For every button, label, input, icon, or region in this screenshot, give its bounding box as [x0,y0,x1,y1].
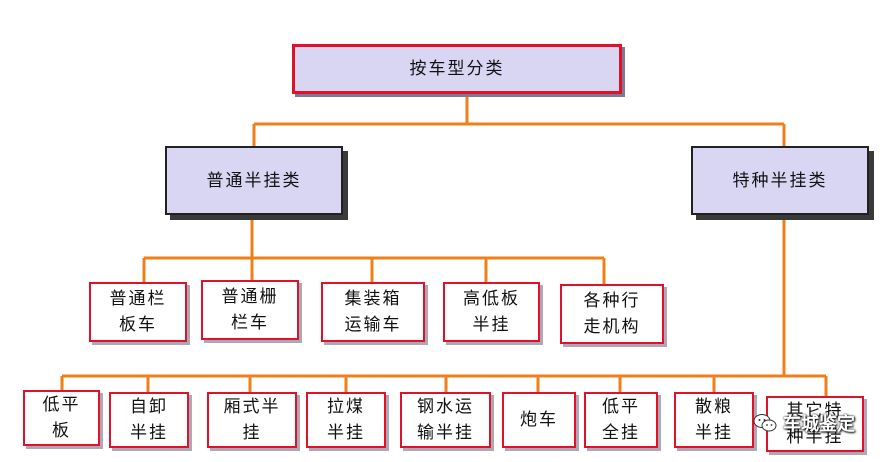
type-label: 散粮 半挂 [695,397,733,443]
root-node: 按车型分类 [292,44,622,94]
type-node-molten-steel: 钢水运 输半挂 [400,392,491,448]
type-label: 低平 板 [42,395,81,441]
type-node-high-low-board: 高低板 半挂 [443,282,540,342]
type-node-ordinary-railing: 普通栅 栏车 [201,280,299,340]
type-node-running-gear: 各种行 走机构 [560,284,664,344]
type-label: 炮车 [520,410,558,430]
type-node-lowbed-board: 低平 板 [23,390,100,446]
type-label: 钢水运 输半挂 [417,397,474,443]
category-label: 普通半挂类 [206,170,302,191]
type-node-van: 厢式半 挂 [207,392,297,448]
type-label: 拉煤 半挂 [327,397,365,443]
type-label: 普通栅 栏车 [221,287,279,333]
type-label: 普通栏 板车 [109,289,167,335]
category-label: 特种半挂类 [732,170,828,191]
category-special-semitrailer: 特种半挂类 [691,146,869,215]
wechat-icon [753,414,777,432]
type-label: 集装箱 运输车 [344,289,402,335]
category-ordinary-semitrailer: 普通半挂类 [165,146,343,215]
type-label: 其它特 种半挂 [786,401,844,447]
type-node-artillery-trailer: 炮车 [502,392,576,448]
type-node-ordinary-fence-board: 普通栏 板车 [89,282,187,342]
watermark-text: 车城鉴定 [783,414,855,435]
type-node-dump: 自卸 半挂 [109,392,189,448]
type-label: 高低板 半挂 [463,289,520,335]
type-node-container-transport: 集装箱 运输车 [321,282,425,342]
type-node-bulk-grain: 散粮 半挂 [674,392,754,448]
type-label: 自卸 半挂 [130,397,168,443]
type-label: 厢式半 挂 [223,397,281,443]
type-node-coal: 拉煤 半挂 [306,392,386,448]
type-label: 各种行 走机构 [583,291,641,337]
root-label: 按车型分类 [409,59,505,79]
type-label: 低平 全挂 [602,397,640,443]
watermark: 车城鉴定 [753,410,855,436]
type-node-lowbed-full: 低平 全挂 [584,392,658,448]
